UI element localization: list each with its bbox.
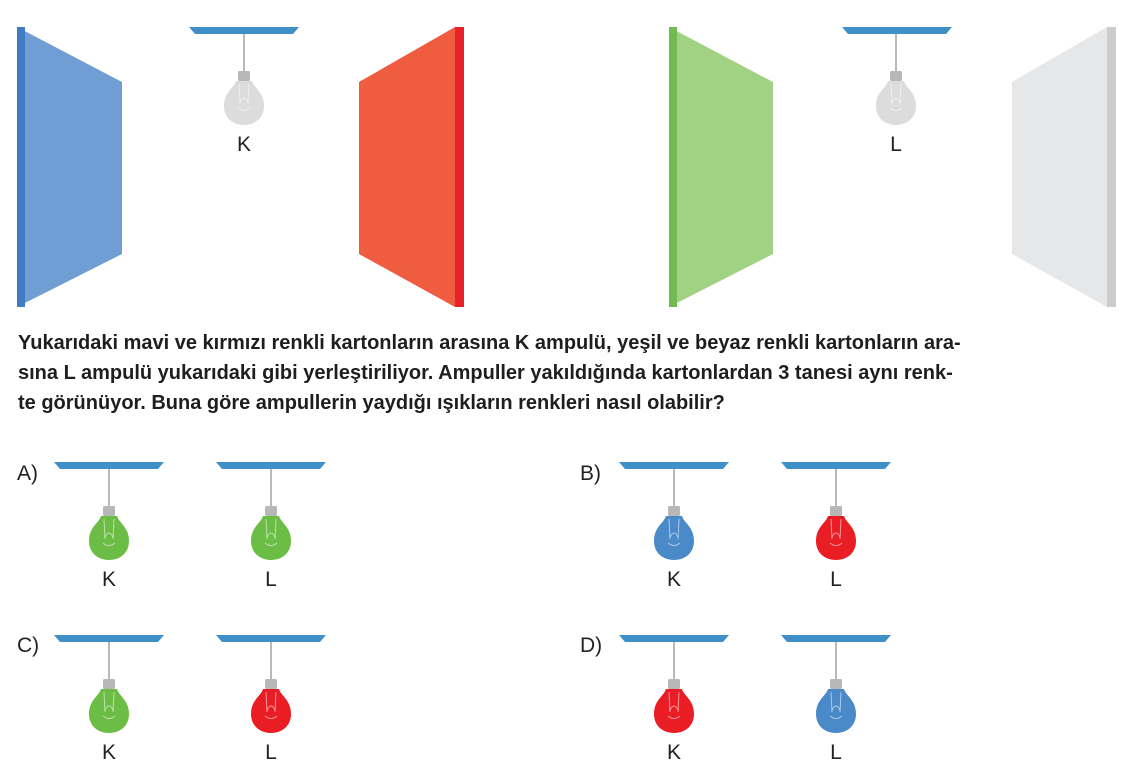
bulb-k-icon <box>224 34 264 125</box>
question-line-2: sına L ampulü yukarıdaki gibi yerleştiri… <box>18 362 953 384</box>
bulb-k-icon <box>654 642 694 733</box>
question-text: Yukarıdaki mavi ve kırmızı renkli karton… <box>18 328 1114 418</box>
blue-carton <box>17 27 122 307</box>
bulb-l-label: L <box>890 133 902 156</box>
ceiling-bar <box>216 635 326 642</box>
option-a[interactable]: A) K L <box>17 462 326 591</box>
ceiling-bar <box>619 462 729 469</box>
ceiling-bar <box>781 635 891 642</box>
option-b[interactable]: B) K L <box>580 462 891 591</box>
bulb-l-label: L <box>265 568 277 591</box>
bulb-l-icon <box>816 642 856 733</box>
bulb-l-label: L <box>265 741 277 764</box>
bulb-k-icon <box>89 469 129 560</box>
bulb-l-icon <box>816 469 856 560</box>
red-carton-edge <box>455 27 464 307</box>
bulb-l-icon <box>876 34 916 125</box>
green-carton-edge <box>669 27 677 307</box>
ceiling-bar-l <box>842 27 952 34</box>
red-carton <box>359 27 455 307</box>
bulb-l-label: L <box>830 568 842 591</box>
ceiling-bar <box>54 462 164 469</box>
bulb-k-label: K <box>102 741 116 764</box>
bulb-k-icon <box>654 469 694 560</box>
ceiling-bar <box>216 462 326 469</box>
bulb-k-label: K <box>237 133 251 156</box>
ceiling-bar <box>781 462 891 469</box>
ceiling-bar <box>54 635 164 642</box>
bulb-k-label: K <box>667 741 681 764</box>
question-line-1: Yukarıdaki mavi ve kırmızı renkli karton… <box>18 332 961 354</box>
option-letter: A) <box>17 462 38 485</box>
option-d[interactable]: D) K L <box>580 634 891 764</box>
bulb-l-label: L <box>830 741 842 764</box>
white-carton <box>1012 27 1107 307</box>
option-letter: C) <box>17 634 39 657</box>
ceiling-bar-k <box>189 27 299 34</box>
bulb-l-icon <box>251 469 291 560</box>
option-letter: B) <box>580 462 601 485</box>
bulb-k-icon <box>89 642 129 733</box>
ceiling-bar <box>619 635 729 642</box>
option-c[interactable]: C) K L <box>17 634 326 764</box>
bulb-l-icon <box>251 642 291 733</box>
blue-carton-edge <box>17 27 25 307</box>
white-carton-edge <box>1107 27 1116 307</box>
green-carton <box>669 27 773 307</box>
option-letter: D) <box>580 634 602 657</box>
bulb-k-label: K <box>667 568 681 591</box>
bulb-k-label: K <box>102 568 116 591</box>
question-line-3: te görünüyor. Buna göre ampullerin yaydı… <box>18 392 725 414</box>
